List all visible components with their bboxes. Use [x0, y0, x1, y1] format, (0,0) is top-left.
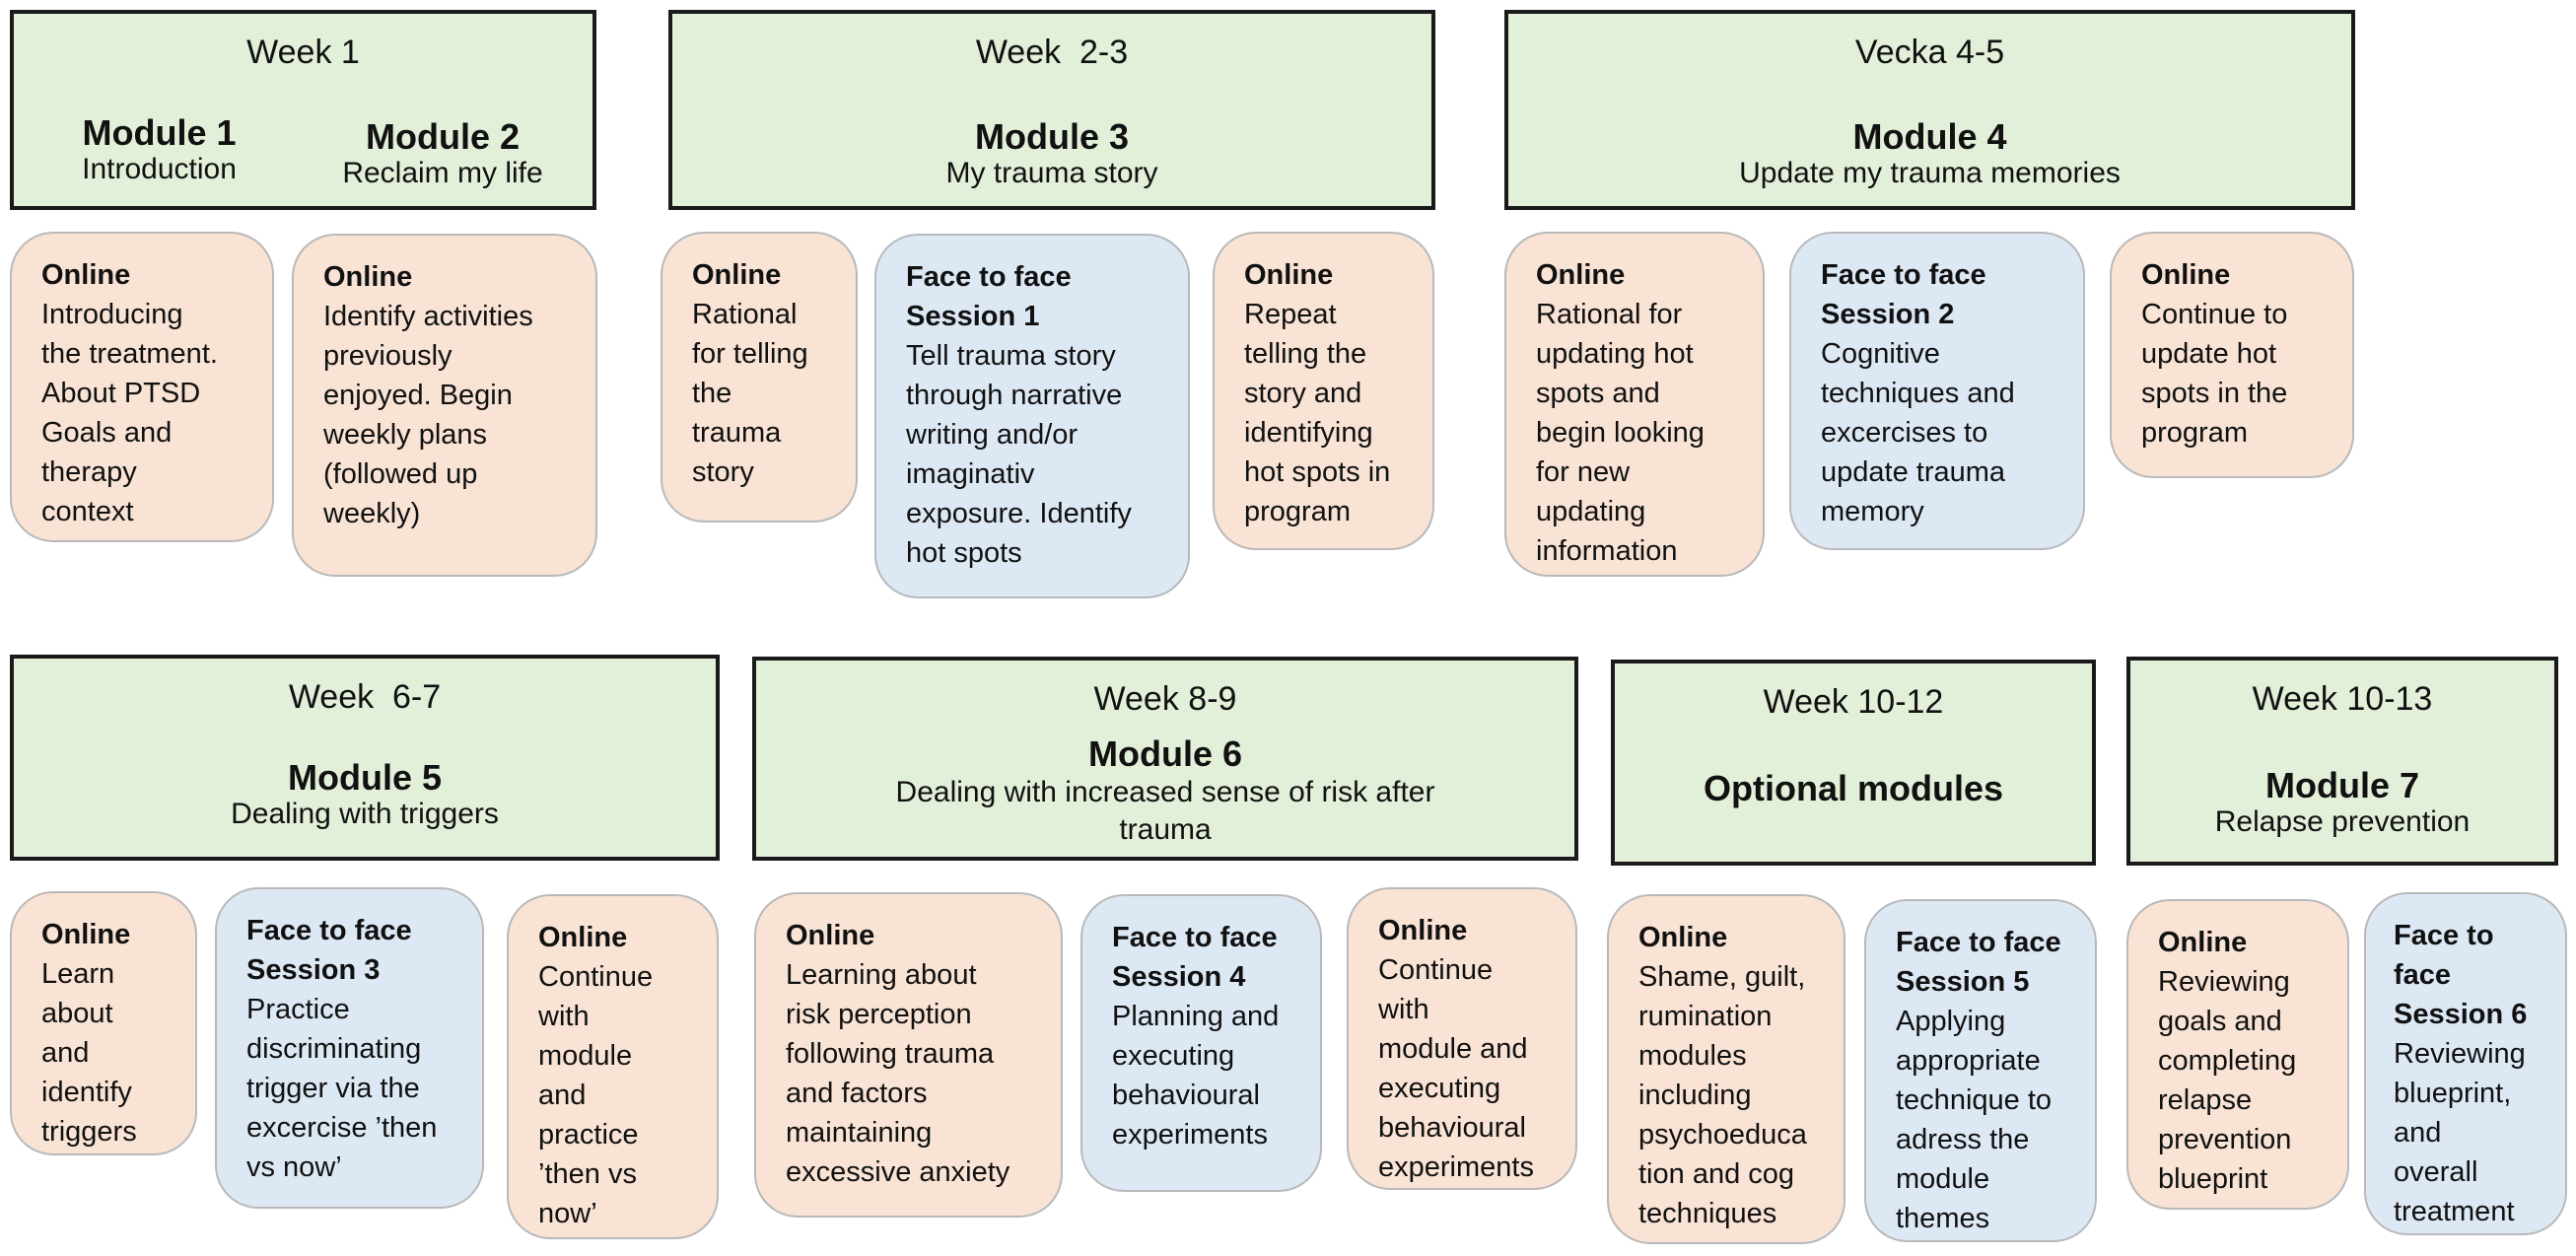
card-title: Face to face Session 1: [906, 261, 1072, 333]
module-name: Module 7: [2264, 765, 2419, 805]
activity-card-online: Online Shame, guilt, rumination modules …: [1607, 894, 1845, 1244]
card-body: Continue with module and executing behav…: [1378, 954, 1534, 1184]
card-title: Online: [2141, 259, 2231, 291]
week-label: Vecka 4-5: [1854, 34, 2005, 71]
activity-card-face-to-face: Face to face Session 5 Applying appropri…: [1864, 899, 2097, 1242]
card-body: Practice discriminating trigger via the …: [246, 994, 438, 1184]
module-subtitle: Reclaim my life: [342, 157, 543, 190]
card-body: Shame, guilt, rumination modules includi…: [1638, 961, 1807, 1230]
card-body: Rational for telling the trauma story: [692, 299, 808, 489]
week-label: Week 6-7: [288, 678, 442, 716]
module-name: Module 2: [365, 116, 520, 157]
week-label: Week 10-12: [1763, 683, 1944, 721]
activity-card-face-to-face: Face to face Session 1 Tell trauma story…: [874, 234, 1190, 598]
card-title: Face to face Session 3: [246, 915, 412, 987]
module-subtitle: Update my trauma memories: [1739, 157, 2121, 190]
module-subtitle: Relapse prevention: [2214, 805, 2471, 839]
card-body: Learn about and identify triggers: [41, 958, 137, 1149]
activity-card-online: Online Learn about and identify triggers: [10, 891, 197, 1155]
week-label: Week 10-13: [2252, 680, 2433, 718]
module-subtitle: My trauma story: [945, 157, 1158, 190]
card-title: Online: [692, 259, 782, 291]
card-title: Online: [786, 920, 875, 951]
card-body: Reviewing goals and completing relapse p…: [2158, 966, 2297, 1196]
week-2-3-header: Week 2-3 Module 3 My trauma story: [668, 10, 1435, 210]
week-10-13-header: Week 10-13 Module 7 Relapse prevention: [2126, 657, 2558, 866]
week-6-7-header: Week 6-7 Module 5 Dealing with triggers: [10, 655, 720, 861]
activity-card-online: Online Rational for updating hot spots a…: [1504, 232, 1765, 577]
card-title: Online: [1536, 259, 1626, 291]
module-name: Module 3: [974, 116, 1129, 157]
activity-card-online: Online Identify activities previously en…: [292, 234, 597, 577]
week-8-9-header: Week 8-9 Module 6 Dealing with increased…: [752, 657, 1578, 861]
module-name: Module 1: [82, 112, 237, 153]
card-title: Online: [1244, 259, 1334, 291]
card-title: Online: [2158, 927, 2248, 958]
module-name: Module 4: [1852, 116, 2007, 157]
card-body: Introducing the treatment. About PTSD Go…: [41, 299, 218, 528]
card-body: Cognitive techniques and excercises to u…: [1821, 338, 2015, 528]
activity-card-online: Online Rational for telling the trauma s…: [661, 232, 858, 523]
card-body: Tell trauma story through narrative writ…: [906, 340, 1132, 570]
card-title: Online: [323, 261, 413, 293]
module-name: Optional modules: [1703, 768, 2003, 808]
week-4-5-header: Vecka 4-5 Module 4 Update my trauma memo…: [1504, 10, 2355, 210]
card-title: Online: [1378, 915, 1468, 946]
activity-card-face-to-face: Face to face Session 2 Cognitive techniq…: [1789, 232, 2085, 550]
activity-card-online: Online Continue with module and practice…: [507, 894, 719, 1239]
card-title: Online: [1638, 922, 1728, 953]
activity-card-online: Online Introducing the treatment. About …: [10, 232, 274, 542]
module-name: Module 5: [287, 757, 442, 798]
card-title: Online: [538, 922, 628, 953]
card-body: Reviewing blueprint, and overall treatme…: [2394, 1038, 2526, 1228]
week-10-12-header: Week 10-12 Optional modules: [1611, 660, 2096, 866]
module-subtitle: Introduction: [82, 153, 237, 186]
card-title: Face to face Session 5: [1896, 927, 2061, 999]
card-body: Identify activities previously enjoyed. …: [323, 301, 533, 530]
card-title: Face to face Session 6: [2394, 920, 2528, 1031]
module-subtitle: Dealing with increased sense of risk aft…: [895, 776, 1435, 846]
activity-card-face-to-face: Face to face Session 3 Practice discrimi…: [215, 887, 484, 1209]
card-body: Repeat telling the story and identifying…: [1244, 299, 1391, 528]
week-label: Week 1: [246, 34, 360, 71]
week-label: Week 2-3: [975, 34, 1129, 71]
activity-card-online: Online Learning about risk perception fo…: [754, 892, 1063, 1218]
activity-card-online: Online Reviewing goals and completing re…: [2126, 899, 2349, 1210]
card-body: Planning and executing behavioural exper…: [1112, 1001, 1280, 1151]
activity-card-online: Online Continue with module and executin…: [1347, 887, 1577, 1190]
card-title: Face to face Session 2: [1821, 259, 1986, 331]
week-1-header: Week 1 Module 1 Introduction Module 2 Re…: [10, 10, 596, 210]
module-subtitle: Dealing with triggers: [231, 798, 499, 831]
activity-card-face-to-face: Face to face Session 6 Reviewing bluepri…: [2364, 892, 2567, 1235]
activity-card-online: Online Repeat telling the story and iden…: [1213, 232, 1434, 550]
card-title: Face to face Session 4: [1112, 922, 1278, 994]
card-body: Continue with module and practice ’then …: [538, 961, 654, 1230]
card-body: Applying appropriate technique to adress…: [1896, 1006, 2053, 1235]
card-body: Learning about risk perception following…: [786, 959, 1010, 1189]
card-body: Rational for updating hot spots and begi…: [1536, 299, 1705, 568]
card-title: Online: [41, 919, 131, 950]
card-title: Online: [41, 259, 131, 291]
activity-card-online: Online Continue to update hot spots in t…: [2110, 232, 2354, 478]
activity-card-face-to-face: Face to face Session 4 Planning and exec…: [1080, 894, 1322, 1192]
card-body: Continue to update hot spots in the prog…: [2141, 299, 2288, 450]
week-label: Week 8-9: [1093, 680, 1237, 718]
module-name: Module 6: [1087, 733, 1242, 774]
